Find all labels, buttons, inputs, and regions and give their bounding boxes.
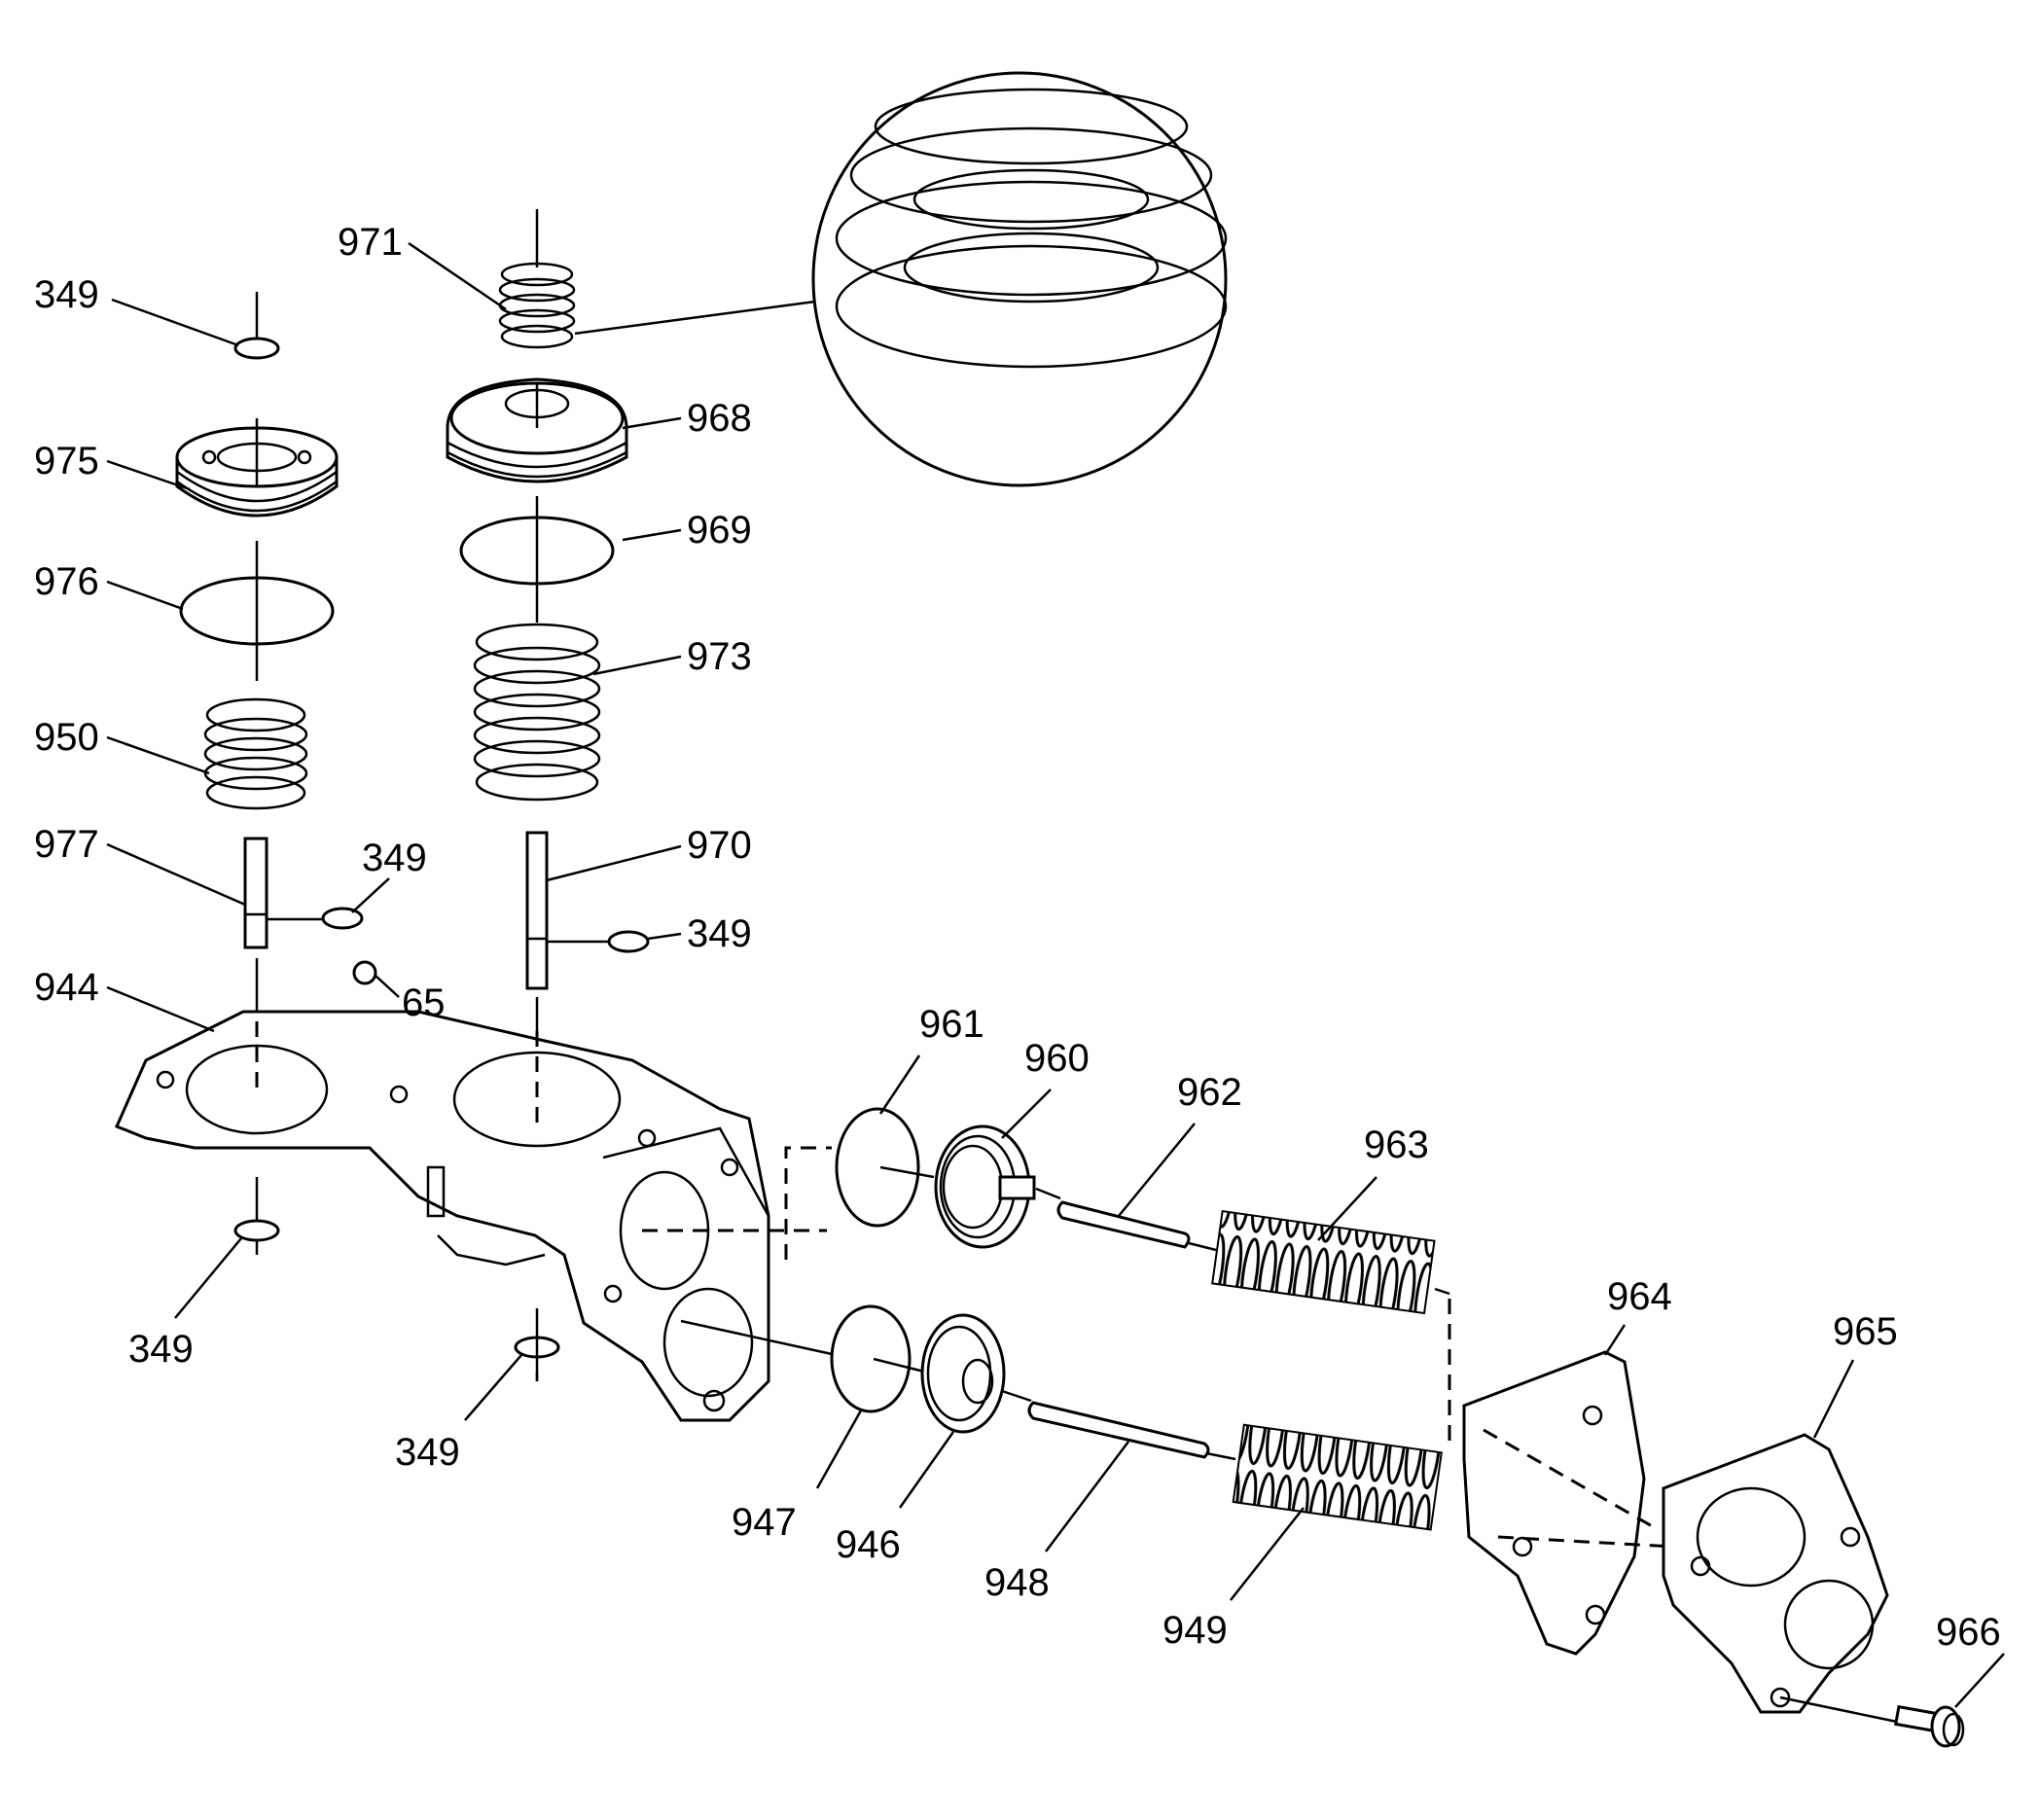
callout-labels: 349 971 968 969 975 976 973 950 977 349 … — [34, 221, 2001, 1654]
cover-965 — [1662, 1433, 1898, 1724]
pin-948 — [1027, 1401, 1210, 1459]
callout-968: 968 — [687, 397, 752, 440]
callout-349-bottom-center: 349 — [395, 1431, 460, 1474]
callout-944: 944 — [34, 966, 99, 1009]
callout-349-mid-right: 349 — [687, 912, 752, 955]
callout-976: 976 — [34, 560, 99, 603]
spring-973 — [472, 623, 602, 807]
bolt-966 — [1894, 1704, 1965, 1748]
check-ball-65 — [352, 960, 377, 985]
leader-lines — [106, 241, 2005, 1708]
callout-349-bottom-left: 349 — [128, 1328, 194, 1371]
callout-975: 975 — [34, 440, 99, 482]
callout-977: 977 — [34, 823, 99, 866]
callout-963: 963 — [1364, 1124, 1429, 1166]
piston-946 — [920, 1313, 1006, 1434]
housing-944 — [115, 1010, 833, 1422]
upper-servo-row — [784, 1107, 1451, 1449]
seal-947 — [830, 1304, 912, 1413]
callout-65: 65 — [402, 981, 446, 1024]
callout-961: 961 — [919, 1003, 984, 1046]
spring-949 — [1232, 1423, 1443, 1531]
callout-947: 947 — [732, 1501, 797, 1544]
callout-969: 969 — [687, 509, 752, 552]
spring-963 — [1211, 1209, 1436, 1315]
magnified-detail-view — [558, 71, 1228, 487]
center-piston-assembly — [352, 209, 650, 1128]
callout-970: 970 — [687, 824, 752, 867]
callout-948: 948 — [984, 1561, 1050, 1604]
gasket-964 — [1462, 1350, 1674, 1656]
spring-971 — [498, 262, 576, 349]
pin-977 — [243, 837, 268, 949]
retaining-ring-349-mid-right — [607, 930, 650, 953]
retaining-ring-349-top — [233, 337, 280, 360]
callout-966: 966 — [1936, 1611, 2001, 1654]
retaining-ring-349-mid-left — [321, 907, 364, 930]
pin-970 — [525, 831, 549, 990]
callout-949: 949 — [1163, 1609, 1228, 1652]
piston-960 — [934, 1124, 1036, 1249]
callout-973: 973 — [687, 635, 752, 678]
callout-349-top: 349 — [34, 273, 99, 316]
callout-964: 964 — [1607, 1275, 1672, 1318]
retaining-ring-349-bottom-left — [233, 1219, 280, 1242]
callout-960: 960 — [1024, 1037, 1090, 1080]
callout-962: 962 — [1177, 1071, 1242, 1114]
callout-965: 965 — [1833, 1310, 1898, 1353]
callout-946: 946 — [836, 1523, 901, 1566]
callout-971: 971 — [338, 221, 403, 264]
callout-349-mid-left: 349 — [362, 837, 427, 879]
left-piston-assembly — [175, 292, 364, 1089]
pin-962 — [1056, 1200, 1191, 1249]
callout-950: 950 — [34, 716, 99, 759]
spring-950 — [203, 697, 308, 810]
seal-961 — [835, 1107, 920, 1228]
lower-servo-row — [830, 1304, 1443, 1531]
